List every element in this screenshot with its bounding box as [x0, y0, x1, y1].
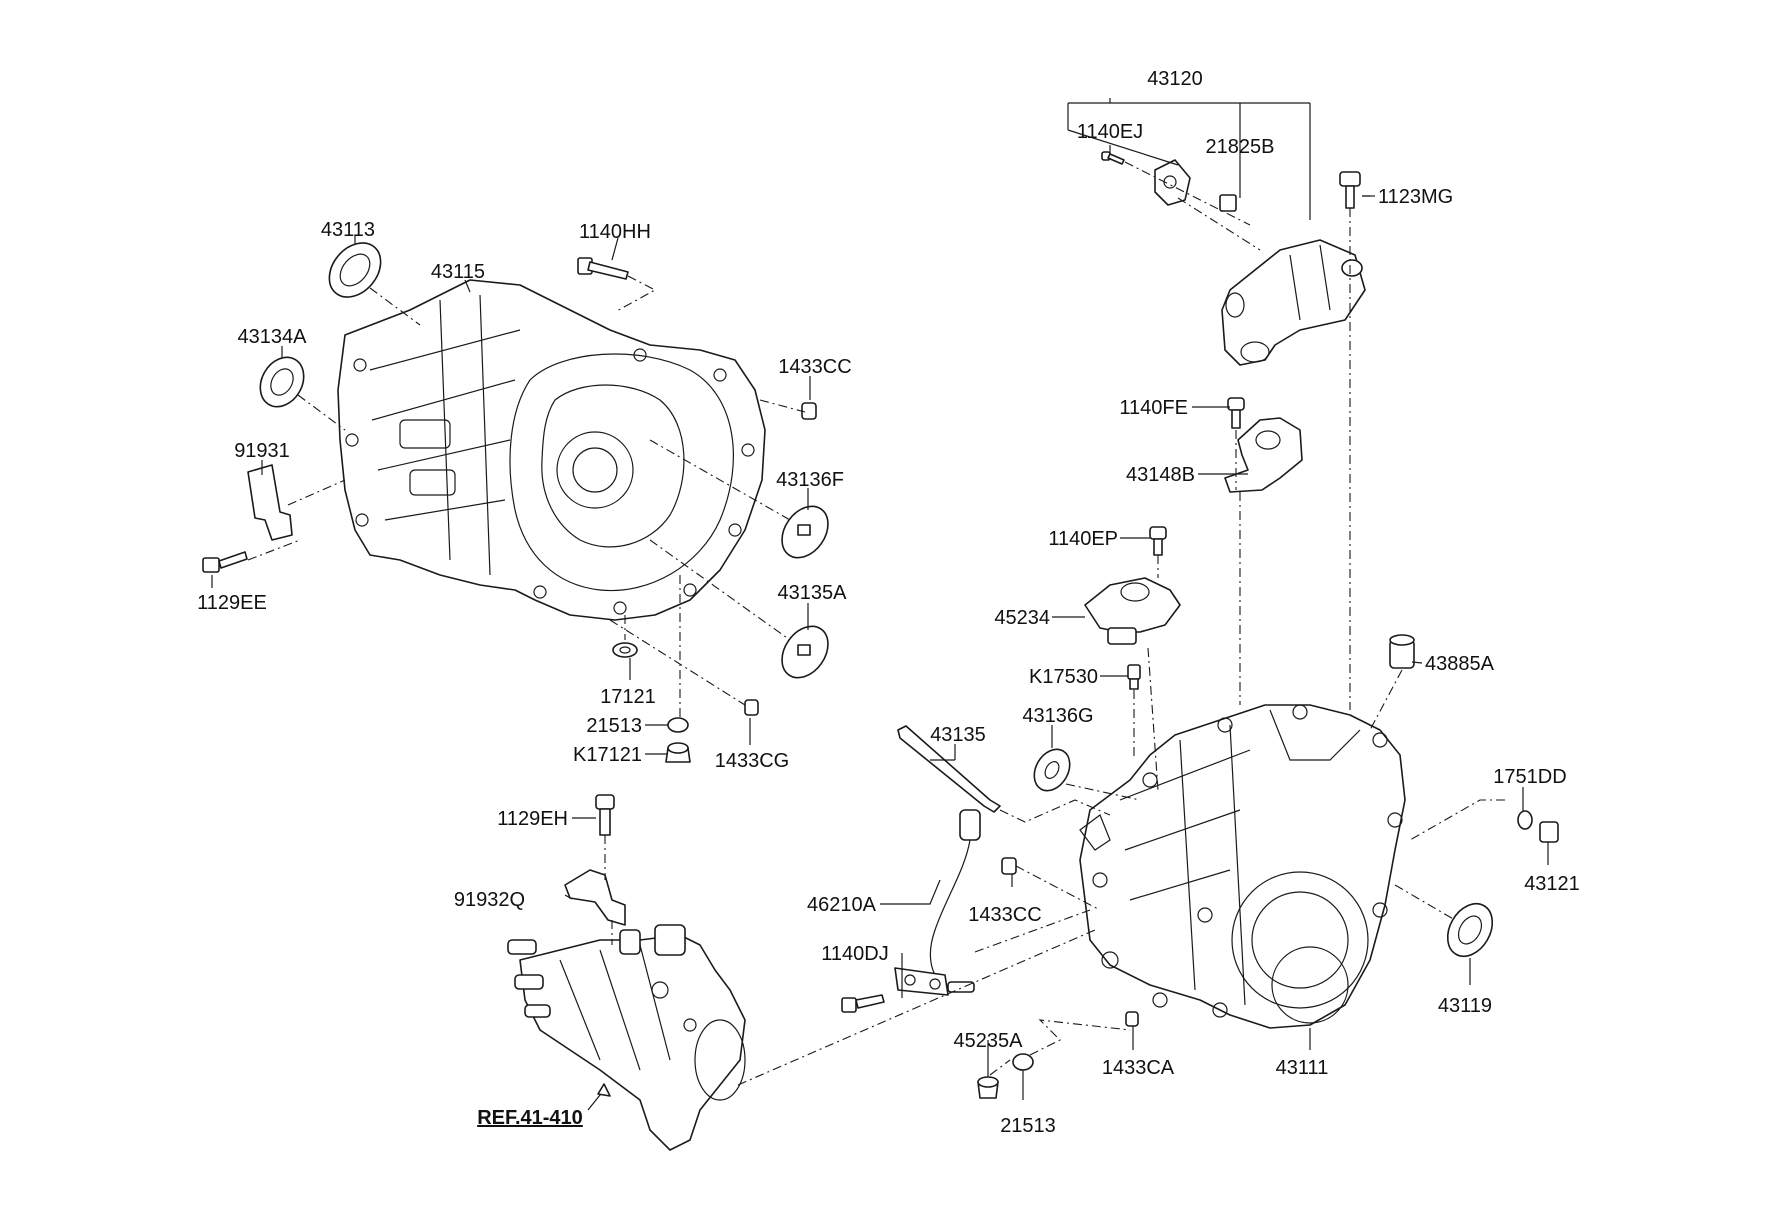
cover-43136G	[1033, 748, 1071, 792]
dowel-1433CA	[1125, 1011, 1139, 1027]
label-43113: 43113	[321, 219, 375, 241]
label-K17121: K17121	[573, 744, 642, 766]
leader-lines	[211, 98, 1549, 1100]
label-43115: 43115	[431, 261, 485, 283]
label-1140EP: 1140EP	[1048, 528, 1118, 550]
label-1140EJ: 1140EJ	[1077, 121, 1143, 143]
plug-K17121	[665, 742, 691, 763]
bracket-91931	[247, 464, 293, 541]
part-labels: 43120 1140EJ 21825B 1123MG 43113 1140HH …	[197, 68, 1580, 1137]
label-45234: 45234	[994, 607, 1050, 629]
o-ring-1751DD	[1517, 810, 1533, 830]
breather-43885A	[1389, 634, 1415, 669]
label-1433CC-mid: 1433CC	[968, 904, 1041, 926]
gasket-21513-top	[667, 717, 689, 733]
dowel-1433CG	[744, 699, 759, 716]
label-1140FE: 1140FE	[1119, 397, 1188, 419]
label-43136F: 43136F	[776, 469, 844, 491]
label-45235A: 45235A	[954, 1030, 1024, 1052]
oil-seal-43119	[1446, 902, 1494, 958]
dowel-1433CC-mid	[1001, 857, 1017, 875]
sensor-K17530	[1127, 664, 1141, 690]
label-43148B: 43148B	[1126, 464, 1195, 486]
label-1129EE: 1129EE	[197, 592, 267, 614]
label-1433CC-top: 1433CC	[778, 356, 851, 378]
inhibitor-switch-45234	[1084, 577, 1181, 645]
label-1751DD: 1751DD	[1493, 766, 1566, 788]
label-43135: 43135	[930, 724, 986, 746]
alignment-lines	[247, 161, 1505, 1086]
label-91932Q: 91932Q	[454, 889, 525, 911]
oil-seal-43113	[328, 242, 382, 298]
shift-control-assembly	[507, 924, 746, 1151]
cover-43136F	[781, 505, 829, 559]
reference-label[interactable]: REF.41-410	[477, 1107, 583, 1129]
label-43111: 43111	[1276, 1057, 1329, 1079]
bolt-1140DJ	[841, 994, 885, 1013]
bolt-1140HH	[577, 257, 629, 280]
label-1140HH: 1140HH	[579, 221, 651, 243]
bolt-1140EJ	[1101, 151, 1125, 165]
label-1123MG: 1123MG	[1378, 186, 1453, 208]
clutch-housing	[337, 279, 766, 621]
label-43134A: 43134A	[238, 326, 308, 348]
dowel-1433CC-top	[801, 402, 817, 420]
label-46210A: 46210A	[807, 894, 877, 916]
label-21825B: 21825B	[1206, 136, 1275, 158]
label-21513-top: 21513	[586, 715, 642, 737]
bolt-1140EP	[1149, 526, 1167, 556]
label-1433CA: 1433CA	[1102, 1057, 1175, 1079]
label-43119: 43119	[1438, 995, 1492, 1017]
bolt-1129EE	[202, 551, 248, 573]
mounting-bracket-43120	[1154, 159, 1366, 366]
label-1140DJ: 1140DJ	[821, 943, 888, 965]
oil-guide-43135	[897, 725, 1001, 813]
plug-45235A	[977, 1076, 999, 1099]
gasket-21513-bottom	[1012, 1053, 1034, 1071]
bolt-1123MG	[1339, 171, 1361, 209]
bracket-91932Q	[564, 869, 626, 926]
label-17121: 17121	[600, 686, 656, 708]
label-1433CG: 1433CG	[715, 750, 790, 772]
label-21513-bottom: 21513	[1000, 1115, 1056, 1137]
label-43135A: 43135A	[778, 582, 848, 604]
label-K17530: K17530	[1029, 666, 1098, 688]
plug-43121	[1539, 821, 1559, 843]
label-43120: 43120	[1147, 68, 1203, 90]
washer-17121	[612, 642, 638, 658]
bolt-1140FE	[1227, 397, 1245, 429]
label-91931: 91931	[234, 440, 290, 462]
bracket-43148B	[1224, 417, 1303, 493]
bolt-1129EH	[595, 794, 615, 836]
transaxle-case	[1079, 704, 1406, 1029]
cover-43135A	[781, 625, 829, 679]
label-1129EH: 1129EH	[497, 808, 568, 830]
reference-arrow	[587, 1083, 611, 1111]
label-43121: 43121	[1524, 873, 1580, 895]
label-43885A: 43885A	[1425, 653, 1495, 675]
speed-sensor-harness-46210A	[894, 809, 981, 996]
label-43136G: 43136G	[1022, 705, 1093, 727]
bearing-43134A	[259, 356, 305, 408]
